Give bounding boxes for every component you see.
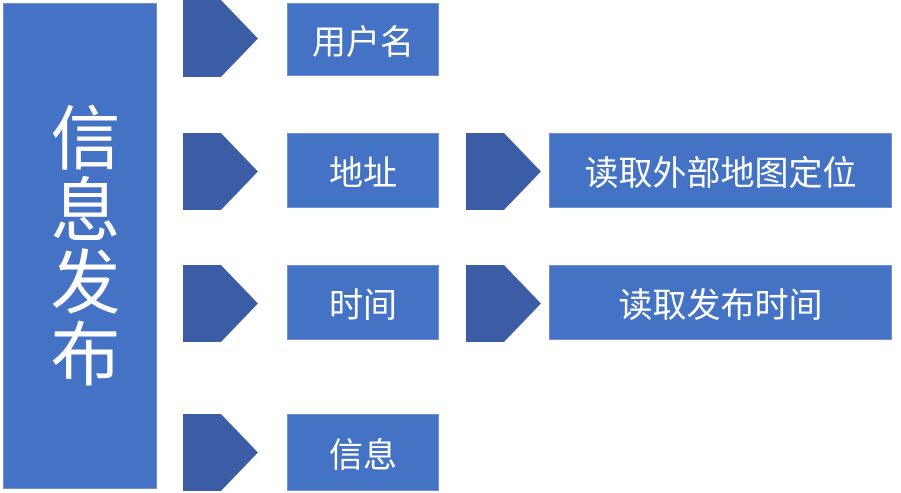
address-detail-label: 读取外部地图定位 (584, 154, 857, 194)
time-detail-label: 读取发布时间 (618, 286, 823, 326)
chevron-right-icon (183, 133, 258, 210)
chevron-right-icon (466, 265, 541, 342)
field-address-label: 地址 (329, 154, 397, 194)
main-topic-label: 信息发布 (39, 102, 121, 390)
field-time-label: 时间 (329, 286, 397, 326)
field-username-box: 用户名 (287, 3, 439, 76)
field-username-label: 用户名 (312, 23, 414, 63)
field-info-label: 信息 (329, 436, 397, 476)
chevron-right-icon (183, 414, 258, 491)
field-info-box: 信息 (287, 414, 439, 491)
chevron-right-icon (466, 133, 541, 210)
field-time-box: 时间 (287, 265, 439, 340)
address-detail-box: 读取外部地图定位 (549, 133, 892, 208)
time-detail-box: 读取发布时间 (549, 265, 892, 340)
chevron-right-icon (183, 0, 258, 77)
chevron-right-icon (183, 265, 258, 342)
field-address-box: 地址 (287, 133, 439, 208)
main-topic-box: 信息发布 (3, 3, 157, 489)
